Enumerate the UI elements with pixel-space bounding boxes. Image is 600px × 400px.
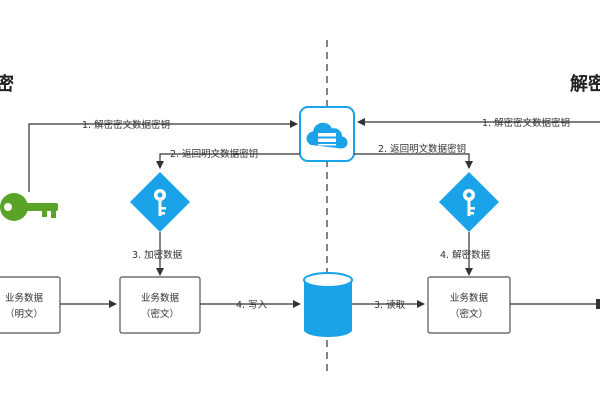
svg-text:业务数据: 业务数据 (450, 292, 489, 304)
write-step-label: 4. 写入 (236, 300, 268, 311)
svg-text:（密文）: （密文） (450, 308, 488, 320)
svg-text:（明文）: （明文） (5, 308, 43, 320)
left-return-label: 2. 返回明文数据密钥 (170, 148, 258, 160)
plaintext-data-box: 业务数据 （明文） (0, 276, 61, 334)
ciphertext-data-box-right: 业务数据 （密文） (427, 276, 511, 334)
data-key-left-icon (130, 172, 190, 232)
right-return-arrow (354, 153, 473, 169)
ciphertext-data-box-left: 业务数据 （密文） (119, 276, 201, 334)
right-return-label: 2. 返回明文数据密钥 (378, 143, 466, 155)
encrypt-section-title: 密 (0, 73, 14, 95)
right-request-label: 1. 解密密文数据密钥 (482, 117, 570, 129)
read-step-label: 3. 读取 (374, 299, 406, 311)
data-key-right-icon (439, 172, 499, 232)
decrypt-section-title: 解密 (570, 73, 600, 95)
encrypt-step-label: 3. 加密数据 (132, 249, 183, 261)
decrypt-step-label: 4. 解密数据 (440, 249, 491, 261)
svg-text:业务数据: 业务数据 (5, 292, 44, 304)
svg-text:（密文）: （密文） (141, 308, 179, 320)
left-request-label: 1. 解密密文数据密钥 (82, 119, 170, 131)
left-return-arrow (156, 153, 300, 169)
database-cylinder-icon (303, 272, 353, 337)
svg-text:业务数据: 业务数据 (141, 292, 180, 304)
key-icon (0, 193, 58, 221)
left-request-arrow (28, 120, 298, 192)
right-output-edge (596, 299, 600, 309)
cloud-server-icon (299, 106, 355, 162)
